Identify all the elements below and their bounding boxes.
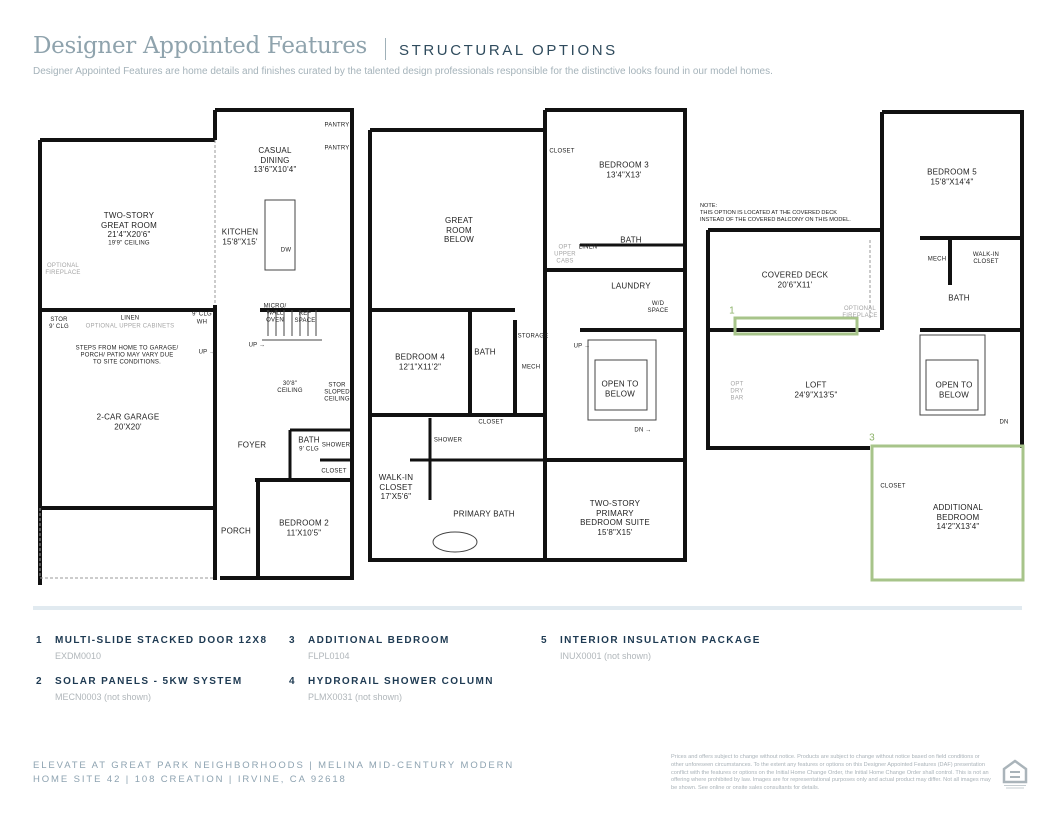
wd-space: W/D SPACE: [647, 301, 669, 314]
room-covered-deck: COVERED DECK 20'6"X11': [761, 270, 829, 290]
room-closet: CLOSET: [321, 468, 347, 475]
room-bath: BATH: [948, 293, 970, 303]
plan-note: NOTE: THIS OPTION IS LOCATED AT THE COVE…: [700, 203, 851, 223]
room-stor: STOR 9' CLG: [49, 317, 69, 330]
room-closet: CLOSET: [880, 483, 906, 490]
room-bedroom-3: BEDROOM 3 13'4"X13': [599, 160, 649, 180]
water-heater-label: WH: [196, 319, 208, 326]
option-name: ADDITIONAL BEDROOM: [308, 635, 450, 646]
community-name: ELEVATE AT GREAT PARK NEIGHBORHOODS | ME…: [33, 760, 515, 771]
room-bath: BATH: [474, 347, 496, 357]
opt-upper-cabs: OPT UPPER CABS: [554, 244, 576, 265]
room-walk-in-closet: WALK-IN CLOSET 17'X5'6": [378, 472, 414, 501]
room-great-room: TWO-STORY GREAT ROOM 21'4"X20'6": [101, 210, 157, 239]
ceiling-note: 30'8" CEILING: [277, 381, 303, 394]
linen-label: LINEN: [578, 244, 598, 251]
room-primary-bedroom: TWO-STORY PRIMARY BEDROOM SUITE 15'8"X15…: [580, 499, 650, 537]
room-garage: 2-CAR GARAGE 20'X20': [96, 412, 160, 432]
room-closet: CLOSET: [549, 148, 575, 155]
option-code: PLMX0031 (not shown): [308, 692, 403, 702]
ceiling-note: 9' CLG: [299, 446, 319, 453]
optional-fireplace: OPTIONAL FIREPLACE: [842, 306, 878, 319]
room-bedroom-5: BEDROOM 5 15'8"X14'4": [927, 167, 977, 187]
option-code: INUX0001 (not shown): [560, 651, 652, 661]
stairs-up: UP →: [198, 349, 216, 356]
stairs-up: UP →: [573, 343, 591, 350]
option-num: 4: [289, 676, 295, 687]
home-site-address: HOME SITE 42 | 108 CREATION | IRVINE, CA…: [33, 774, 347, 785]
dishwasher-label: DW: [280, 247, 292, 254]
room-bedroom-4: BEDROOM 4 12'1"X11'2": [395, 352, 445, 372]
option-num: 3: [289, 635, 295, 646]
ref-space: REF SPACE: [294, 311, 316, 324]
opt-dry-bar: OPT DRY BAR: [730, 381, 744, 402]
option-num: 1: [36, 635, 42, 646]
room-bath: BATH: [298, 435, 320, 445]
garage-steps-note: STEPS FROM HOME TO GARAGE/ PORCH/ PATIO …: [75, 345, 179, 366]
optional-fireplace: OPTIONAL FIREPLACE: [45, 263, 81, 276]
room-pantry: PANTRY: [324, 122, 350, 129]
great-room-below: GREAT ROOM BELOW: [444, 215, 474, 244]
room-casual-dining: CASUAL DINING 13'6"X10'4": [253, 145, 297, 174]
option-num: 5: [541, 635, 547, 646]
shower-label: SHOWER: [433, 437, 463, 444]
shower-label: SHOWER: [321, 442, 351, 449]
option-marker-3: 3: [869, 432, 875, 444]
equal-housing-icon: [1002, 759, 1028, 789]
room-stor-sloped: STOR SLOPED CEILING: [324, 382, 350, 403]
room-walk-in-closet: WALK-IN CLOSET: [972, 252, 1000, 265]
room-additional-bedroom: ADDITIONAL BEDROOM 14'2"X13'4": [932, 502, 984, 531]
room-pantry: PANTRY: [324, 145, 350, 152]
section-divider: [33, 606, 1022, 610]
option-num: 2: [36, 676, 42, 687]
option-code: FLPL0104: [308, 651, 350, 661]
open-to-below: OPEN TO BELOW: [935, 380, 973, 400]
ceiling-note: 19'9" CEILING: [108, 240, 150, 247]
ceiling-note: 9' CLG: [192, 311, 212, 318]
room-kitchen: KITCHEN 15'8"X15': [221, 227, 259, 247]
room-bath: BATH: [620, 235, 642, 245]
intro-text: Designer Appointed Features are home det…: [33, 66, 773, 77]
page-subtitle: STRUCTURAL OPTIONS: [399, 42, 618, 59]
option-name: MULTI-SLIDE STACKED DOOR 12X8: [55, 635, 268, 646]
room-closet: CLOSET: [478, 419, 504, 426]
page-title: Designer Appointed Features: [33, 33, 368, 59]
room-mech: MECH: [521, 364, 541, 371]
micro-wall-oven: MICRO/ WALL OVEN: [263, 303, 287, 324]
linen-label: LINEN: [120, 315, 140, 322]
option-code: MECN0003 (not shown): [55, 692, 152, 702]
room-foyer: FOYER: [237, 440, 267, 450]
room-mech: MECH: [927, 256, 947, 263]
legal-disclaimer: Prices and offers subject to change with…: [671, 754, 991, 792]
room-porch: PORCH: [221, 526, 251, 536]
option-code: EXDM0010: [55, 651, 102, 661]
option-name: SOLAR PANELS - 5KW SYSTEM: [55, 676, 243, 687]
room-laundry: LAUNDRY: [611, 281, 651, 291]
title-separator: [385, 38, 386, 60]
optional-upper-cabinets: OPTIONAL UPPER CABINETS: [85, 323, 175, 330]
stairs-down: DN: [999, 419, 1009, 426]
option-highlights: [733, 316, 1025, 582]
option-name: INTERIOR INSULATION PACKAGE: [560, 635, 761, 646]
room-loft: LOFT 24'9"X13'5": [794, 380, 838, 400]
stairs-down: DN →: [634, 427, 652, 434]
option-name: HYDRORAIL SHOWER COLUMN: [308, 676, 494, 687]
open-to-below: OPEN TO BELOW: [601, 379, 639, 399]
room-bedroom-2: BEDROOM 2 11'X10'5": [279, 518, 329, 538]
option-marker-1: 1: [729, 305, 735, 317]
room-primary-bath: PRIMARY BATH: [453, 509, 515, 519]
room-storage: STORAGE: [517, 333, 549, 340]
stairs-up: UP →: [248, 342, 266, 349]
floor-plans: [38, 108, 1025, 585]
